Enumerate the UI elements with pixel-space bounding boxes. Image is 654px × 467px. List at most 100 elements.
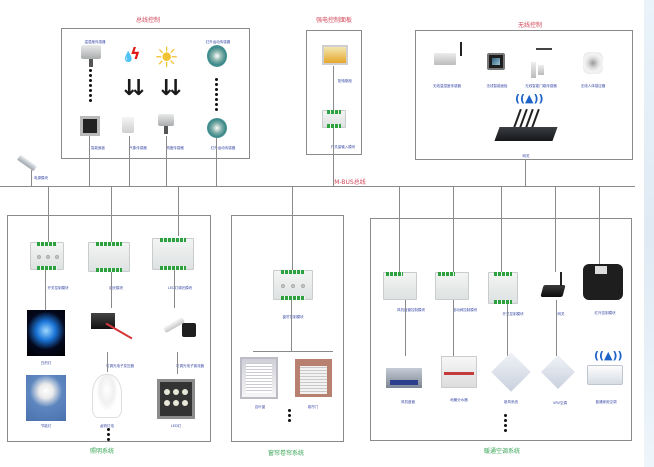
connector xyxy=(45,270,46,310)
connector xyxy=(599,186,600,264)
connector xyxy=(48,186,49,242)
connector xyxy=(399,186,400,272)
sun-icon: ☀ xyxy=(154,41,180,74)
branch-line xyxy=(253,351,333,352)
sensor-wire xyxy=(536,48,552,50)
m-bus-line xyxy=(0,186,635,187)
wifi-signal-icon: ((▲)) xyxy=(515,92,544,105)
connector xyxy=(556,300,557,356)
device-label: 普通家用空调 xyxy=(595,400,617,404)
smart-panel-icon xyxy=(80,116,100,136)
switch-module-icon xyxy=(488,272,518,304)
halogen-bulb-icon xyxy=(92,374,122,418)
device-label: 网关 xyxy=(522,154,530,158)
connector xyxy=(507,304,508,356)
module-label: 电动阀控制模块 xyxy=(452,308,478,312)
switch-input-module-icon xyxy=(322,110,346,128)
module-label: LED灯调光模块 xyxy=(167,286,193,290)
connector xyxy=(555,186,556,272)
module-label: 风机盘管控制模块 xyxy=(397,308,425,312)
power-connector xyxy=(31,170,32,186)
ir-sensor-head xyxy=(595,266,607,274)
fan-coil-unit-icon xyxy=(386,368,422,388)
wifi-gateway-icon xyxy=(540,285,566,297)
device-label: 卤钨灯泡 xyxy=(100,424,114,428)
connector xyxy=(166,136,167,186)
device-label: 可调光电子镇流器 xyxy=(176,364,204,368)
illuminance-sensor-icon xyxy=(158,114,174,126)
connector xyxy=(333,128,334,186)
door-magnet-sensor-part-icon xyxy=(538,65,544,75)
connector xyxy=(525,160,526,186)
ellipsis-dots xyxy=(503,414,507,434)
device-label: 无线智能面板 xyxy=(486,84,508,88)
module-label: 网关 xyxy=(557,312,565,316)
wireless-control-title: 无线控制 xyxy=(517,22,543,29)
device-label: 无线温湿度传感器 xyxy=(433,84,461,88)
rolling-door-icon xyxy=(295,359,332,397)
ellipsis-dots xyxy=(106,428,110,443)
wifi-signal-icon: ((▲)) xyxy=(594,349,623,362)
manifold-pipe xyxy=(444,372,474,375)
lightning-icon: ϟ xyxy=(130,44,141,63)
device-label: 无线人体感应器 xyxy=(580,84,606,88)
connector xyxy=(291,300,292,351)
connector xyxy=(111,186,112,242)
infrared-motion-sensor-icon xyxy=(207,45,227,67)
module-label: 窗帘控制模块 xyxy=(282,315,304,319)
device-label: 气象传感器 xyxy=(129,146,147,150)
connector xyxy=(453,186,454,272)
shutter-window-icon xyxy=(240,357,278,399)
led-lamp-icon xyxy=(157,379,195,419)
rain-icon: 💧 xyxy=(122,52,135,63)
module-label: 调光模块 xyxy=(109,286,123,290)
device-label: 无线智能门磁传感器 xyxy=(525,84,557,88)
human-body-sensor-icon xyxy=(583,52,603,74)
fan-coil-module-icon xyxy=(383,272,417,300)
module-label: 开关控制模块 xyxy=(47,286,69,290)
connector xyxy=(89,136,90,186)
device-label: 地暖分水器 xyxy=(450,398,468,402)
energy-saving-lamp-icon xyxy=(26,375,66,421)
connector xyxy=(292,186,293,270)
down-arrows-icon: ↓↓ xyxy=(157,76,185,101)
dimming-module-icon xyxy=(88,242,130,272)
curtain-box xyxy=(231,215,344,442)
lighting-title: 照明系统 xyxy=(89,448,115,455)
connector xyxy=(178,186,179,236)
sensor-stem xyxy=(89,59,93,67)
connector xyxy=(174,270,175,308)
device-label: 红外运动传感器 xyxy=(210,146,236,150)
device-label: 照度传感器 xyxy=(166,146,184,150)
ellipsis-dots xyxy=(88,69,92,104)
device-label: 新风系统 xyxy=(504,400,518,404)
antenna-icon xyxy=(460,42,462,56)
power-module-label: 电源模块 xyxy=(34,176,48,180)
antenna-icon xyxy=(560,272,562,286)
device-label: LED灯 xyxy=(170,424,182,428)
device-label: VRV空调 xyxy=(552,401,568,405)
switch-control-module-icon xyxy=(30,242,64,270)
device-label: 智能面板 xyxy=(91,146,105,150)
module-label: 开关控制模块 xyxy=(502,312,524,316)
connector xyxy=(129,136,130,186)
connector xyxy=(177,352,178,374)
distribution-box-icon xyxy=(322,45,348,65)
sensor-stem xyxy=(164,126,168,134)
device-label: 配电箱柜 xyxy=(338,79,352,83)
connector xyxy=(405,300,406,356)
bus-control-title: 总线控制 xyxy=(135,17,161,24)
module-label: 红外控制模块 xyxy=(594,311,616,315)
device-label: 可调光电子变压器 xyxy=(106,364,134,368)
temperature-humidity-sensor-icon xyxy=(81,45,101,59)
infrared-motion-sensor-icon xyxy=(207,118,227,138)
connector xyxy=(333,66,334,110)
connector xyxy=(107,352,108,372)
connector xyxy=(501,186,502,272)
incandescent-lamp-icon xyxy=(27,310,65,356)
valve-module-icon xyxy=(435,272,469,300)
device-label: 百叶窗 xyxy=(254,405,266,409)
strong-current-title: 强电控制面板 xyxy=(315,17,353,24)
curtain-control-module-icon xyxy=(273,270,313,300)
wireless-panel-icon xyxy=(487,53,505,70)
